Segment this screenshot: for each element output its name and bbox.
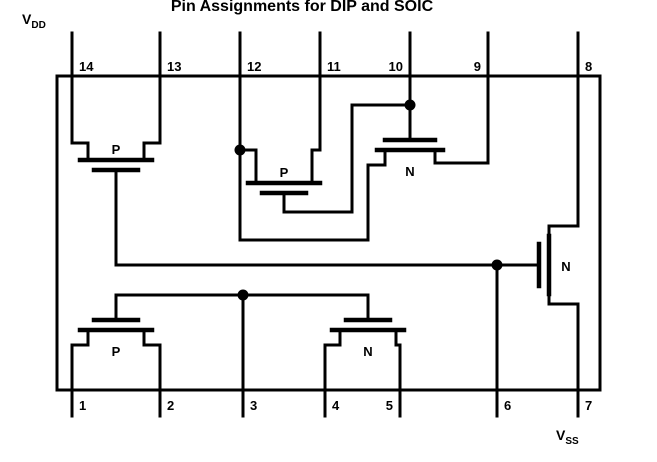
p3-label: P — [280, 165, 289, 180]
pin-number-10: 10 — [389, 59, 403, 74]
transistor-p2: P — [77, 317, 155, 359]
p2-label: P — [112, 344, 121, 359]
vdd-subscript: DD — [31, 20, 45, 31]
pin-number-6: 6 — [504, 398, 511, 413]
pin-lead-13 — [142, 31, 162, 162]
junction-dot-pin12 — [234, 144, 246, 156]
pin-number-2: 2 — [167, 398, 174, 413]
transistor-p1: P — [77, 142, 155, 173]
transistor-p3: P — [245, 165, 323, 196]
pin-lead-2 — [142, 328, 162, 418]
pin-lead-11 — [310, 31, 322, 185]
pin-lead-4 — [323, 328, 342, 418]
pin-lead-8 — [547, 31, 580, 238]
vss-subscript: SS — [565, 436, 579, 447]
p3-left-leg — [238, 148, 258, 185]
vss-label: VSS — [556, 427, 579, 447]
pin-number-4: 4 — [332, 398, 340, 413]
p3-gate-route — [282, 103, 412, 214]
pin-lead-7 — [547, 292, 580, 418]
transistor-n2: N — [329, 317, 407, 359]
ic-outline — [55, 74, 602, 392]
junction-dot-pin6 — [491, 259, 503, 271]
n3-right-leg — [433, 148, 490, 165]
vdd-label: VDD — [22, 11, 46, 31]
top-pin-numbers: 14 13 12 11 10 9 8 — [79, 59, 592, 74]
pin-lead-12 — [238, 31, 370, 242]
pin-number-11: 11 — [327, 59, 341, 74]
junction-dot-pin10 — [404, 99, 416, 111]
n2-label: N — [363, 344, 372, 359]
junction-dot-pin3 — [237, 289, 249, 301]
pin-lead-1 — [70, 328, 90, 418]
vdd-base: V — [22, 11, 32, 27]
pin-number-9: 9 — [474, 59, 481, 74]
n1-label: N — [561, 259, 570, 274]
pin-number-13: 13 — [167, 59, 181, 74]
pin-lead-14 — [70, 31, 90, 162]
pin-number-3: 3 — [250, 398, 257, 413]
pin-number-12: 12 — [247, 59, 261, 74]
wires — [70, 31, 580, 418]
pin-number-14: 14 — [79, 59, 94, 74]
transistor-n3: N — [374, 137, 446, 179]
bottom-pin-numbers: 1 2 3 4 5 6 7 — [79, 398, 592, 413]
n3-label: N — [405, 164, 414, 179]
p1-label: P — [112, 142, 121, 157]
n3-left-leg — [366, 148, 387, 242]
pin-number-1: 1 — [79, 398, 86, 413]
vss-base: V — [556, 427, 566, 443]
transistor-n1: N — [536, 233, 571, 297]
pin-number-7: 7 — [585, 398, 592, 413]
junction-dots — [234, 99, 503, 301]
pin-number-8: 8 — [585, 59, 592, 74]
diagram-title: Pin Assignments for DIP and SOIC — [171, 0, 434, 15]
pin-lead-5 — [394, 328, 402, 418]
pin-number-5: 5 — [386, 398, 393, 413]
